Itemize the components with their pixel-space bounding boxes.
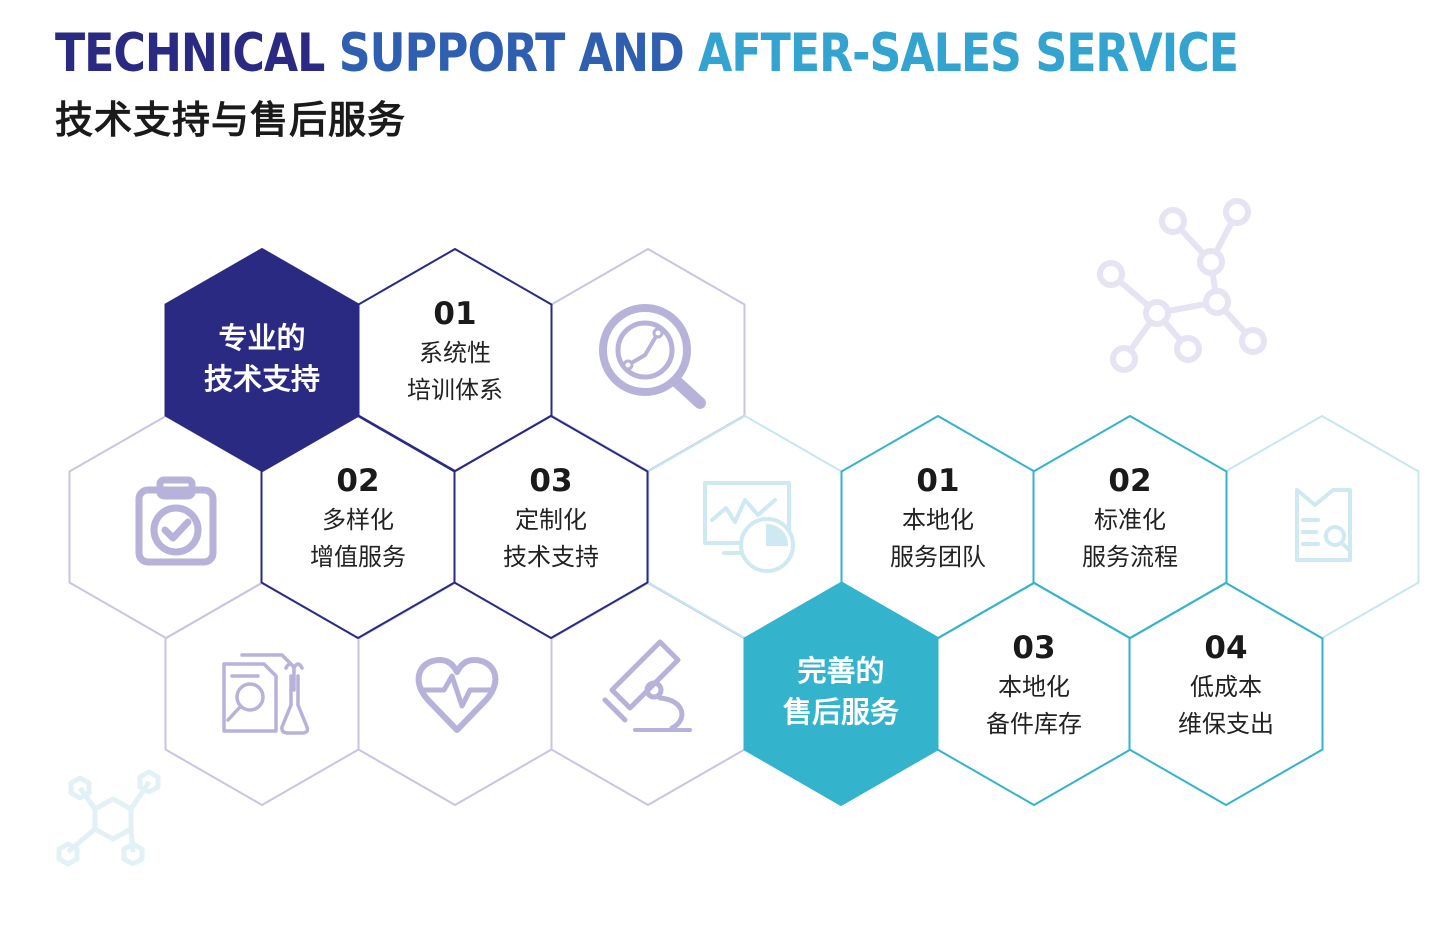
molecule-icon (1097, 198, 1267, 373)
magnifier-chart-icon (599, 304, 706, 409)
technical-item-line-2-2: 增值服务 (310, 543, 406, 571)
monitor-chart-icon (703, 481, 795, 573)
hex-aftersales-header (743, 582, 939, 806)
technical-item-line-1-3: 定制化 (515, 506, 587, 534)
technical-item-line-1-2: 多样化 (322, 506, 394, 534)
title-part-3: AFTER-SALES SERVICE (698, 23, 1239, 84)
aftersales-item-line-1-3: 本地化 (998, 673, 1070, 701)
document-search-icon (1295, 488, 1352, 562)
aftersales-item-line-2-2: 服务流程 (1082, 543, 1178, 571)
aftersales-item-line-2-1: 服务团队 (890, 543, 986, 571)
title-chinese: 技术支持与售后服务 (55, 98, 407, 142)
aftersales-item-number-3: 03 (1012, 630, 1055, 666)
aftersales-item-number-4: 04 (1204, 630, 1247, 666)
text-layer: 专业的技术支持完善的售后服务01系统性培训体系02多样化增值服务03定制化技术支… (204, 296, 1274, 738)
technical-item-number-2: 02 (336, 463, 379, 499)
aftersales-item-line-1-1: 本地化 (902, 506, 974, 534)
hexagon-molecule-icon (56, 769, 161, 867)
clipboard-check-icon (135, 476, 217, 566)
aftersales-item-line-2-4: 维保支出 (1178, 710, 1274, 738)
title-english: TECHNICAL SUPPORT AND AFTER-SALES SERVIC… (55, 23, 1239, 84)
technical-item-line-2-1: 培训体系 (407, 376, 503, 404)
hex-technical-item-3 (453, 415, 649, 639)
technical-item-number-3: 03 (529, 463, 572, 499)
aftersales-item-number-2: 02 (1108, 463, 1151, 499)
aftersales-item-line-1-2: 标准化 (1094, 506, 1166, 534)
title-part-2: SUPPORT AND (338, 23, 685, 84)
technical-item-number-1: 01 (433, 296, 476, 332)
aftersales-item-line-1-4: 低成本 (1190, 673, 1262, 701)
technical-header-line-2: 技术支持 (204, 362, 320, 396)
hex-aftersales-item-4 (1128, 582, 1324, 806)
technical-item-line-1-1: 系统性 (419, 339, 491, 367)
technical-header-line-1: 专业的 (218, 321, 305, 355)
heartbeat-icon (415, 657, 499, 733)
icon-layer (56, 198, 1352, 867)
aftersales-item-line-2-3: 备件库存 (986, 710, 1082, 738)
aftersales-header-line-1: 完善的 (797, 654, 884, 688)
microscope-icon (602, 639, 692, 732)
technical-item-line-2-3: 技术支持 (503, 543, 599, 571)
hex-technical-header (164, 248, 360, 472)
title-part-1: TECHNICAL (55, 23, 325, 84)
aftersales-item-number-1: 01 (916, 463, 959, 499)
aftersales-header-line-2: 售后服务 (783, 695, 899, 729)
lab-document-icon (222, 653, 310, 735)
